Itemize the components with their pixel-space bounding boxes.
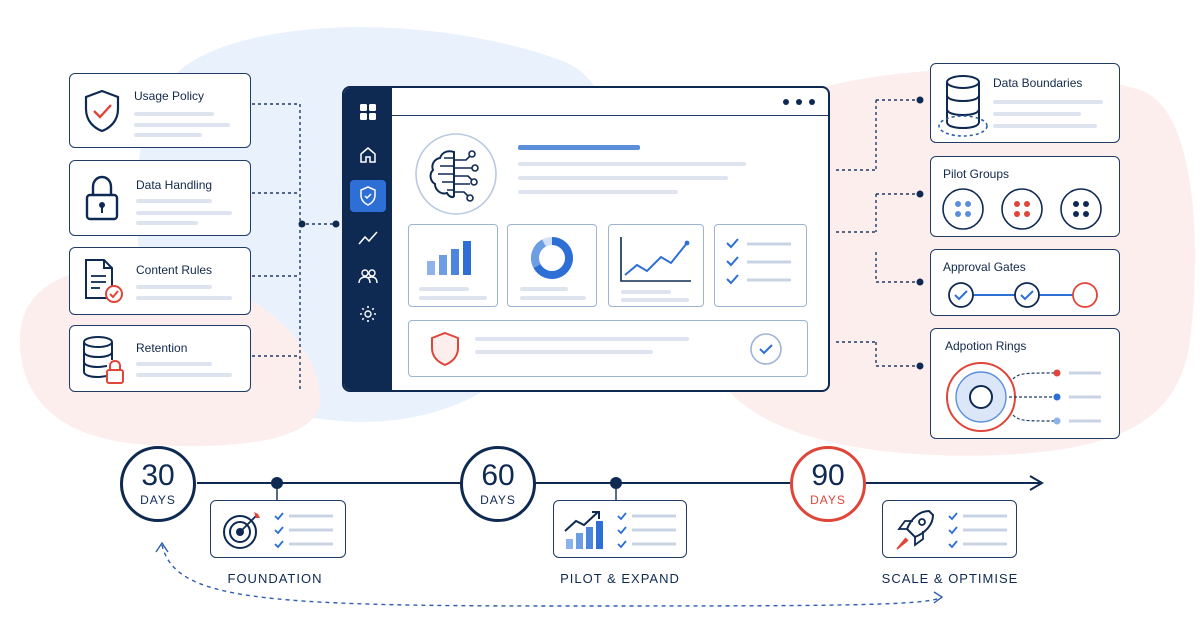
- padlock-icon: [84, 175, 120, 221]
- card-title: Data Boundaries: [993, 76, 1083, 90]
- more-dots-icon[interactable]: [782, 98, 816, 106]
- milestone-90-days: 90 DAYS: [790, 446, 866, 522]
- checklist-icon: [947, 510, 1011, 550]
- card-usage-policy[interactable]: Usage Policy: [69, 73, 251, 148]
- milestone-60-days: 60 DAYS: [460, 446, 536, 522]
- database-boundary-icon: [937, 72, 989, 138]
- milestone-number: 30: [141, 459, 175, 492]
- left-junction-dot: [298, 220, 306, 228]
- loop-back-arrow: [161, 544, 941, 607]
- checklist-icon: [725, 235, 797, 295]
- card-approval-gates[interactable]: Approval Gates: [930, 249, 1120, 316]
- database-lock-icon: [80, 334, 128, 386]
- dashboard-top-bar: [392, 88, 828, 116]
- donut-chart-panel[interactable]: [507, 224, 597, 307]
- rocket-icon: [893, 507, 937, 553]
- card-title: Pilot Groups: [943, 167, 1010, 181]
- card-title: Data Handling: [136, 178, 213, 192]
- home-icon[interactable]: [356, 143, 380, 167]
- card-data-handling[interactable]: Data Handling: [69, 160, 251, 236]
- right-connectors: [836, 99, 918, 367]
- phase-label-foundation: FOUNDATION: [227, 571, 323, 586]
- card-title: Content Rules: [136, 263, 213, 277]
- shield-icon: [429, 331, 461, 367]
- approval-gates-icon: [945, 280, 1107, 310]
- target-icon: [221, 509, 263, 551]
- milestone-unit: DAYS: [810, 493, 846, 507]
- milestone-unit: DAYS: [480, 493, 516, 507]
- dashboard-sidebar: [344, 88, 392, 390]
- left-connectors: [252, 103, 336, 390]
- phase-card-pilot-expand[interactable]: [553, 500, 687, 558]
- growth-chart-icon: [562, 509, 606, 551]
- timeline-axis: [197, 475, 1044, 500]
- line-chart-icon: [619, 235, 693, 285]
- trend-icon[interactable]: [356, 226, 380, 250]
- milestone-30-days: 30 DAYS: [120, 446, 196, 522]
- line-chart-panel[interactable]: [608, 224, 704, 307]
- adoption-rings-icon: [941, 361, 1113, 435]
- milestone-number: 90: [811, 459, 845, 492]
- policy-status-panel[interactable]: [408, 320, 808, 377]
- phase-card-scale-optimise[interactable]: [882, 500, 1017, 558]
- shield-icon[interactable]: [350, 180, 386, 212]
- card-title: Retention: [136, 341, 188, 355]
- card-pilot-groups[interactable]: Pilot Groups: [930, 156, 1120, 237]
- card-title: Adpotion Rings: [945, 339, 1027, 353]
- bar-chart-panel[interactable]: [408, 224, 498, 307]
- card-retention[interactable]: Retention: [69, 325, 251, 392]
- card-title: Approval Gates: [943, 260, 1026, 274]
- milestone-number: 60: [481, 459, 515, 492]
- checklist-icon: [616, 510, 680, 550]
- phase-card-foundation[interactable]: [210, 500, 346, 558]
- left-end-dot: [332, 220, 340, 228]
- check-circle-icon: [749, 332, 783, 366]
- phase-label-pilot-expand: PILOT & EXPAND: [560, 571, 680, 586]
- card-content-rules[interactable]: Content Rules: [69, 247, 251, 315]
- shield-check-icon: [82, 89, 122, 133]
- ai-brain-icon: [414, 132, 498, 216]
- milestone-unit: DAYS: [140, 493, 176, 507]
- grid-icon[interactable]: [356, 100, 380, 124]
- governance-dashboard-window: [342, 86, 830, 392]
- checklist-panel[interactable]: [714, 224, 807, 307]
- users-icon[interactable]: [356, 264, 380, 288]
- phase-label-scale-optimise: SCALE & OPTIMISE: [881, 571, 1019, 586]
- card-title: Usage Policy: [134, 89, 205, 103]
- checklist-icon: [273, 510, 337, 550]
- user-groups-icon: [941, 187, 1111, 231]
- card-data-boundaries[interactable]: Data Boundaries: [930, 63, 1120, 143]
- document-check-icon: [82, 258, 126, 306]
- card-adoption-rings[interactable]: Adpotion Rings: [930, 328, 1120, 439]
- bar-chart-icon: [425, 237, 479, 277]
- donut-chart-icon: [529, 235, 575, 281]
- settings-icon[interactable]: [356, 302, 380, 326]
